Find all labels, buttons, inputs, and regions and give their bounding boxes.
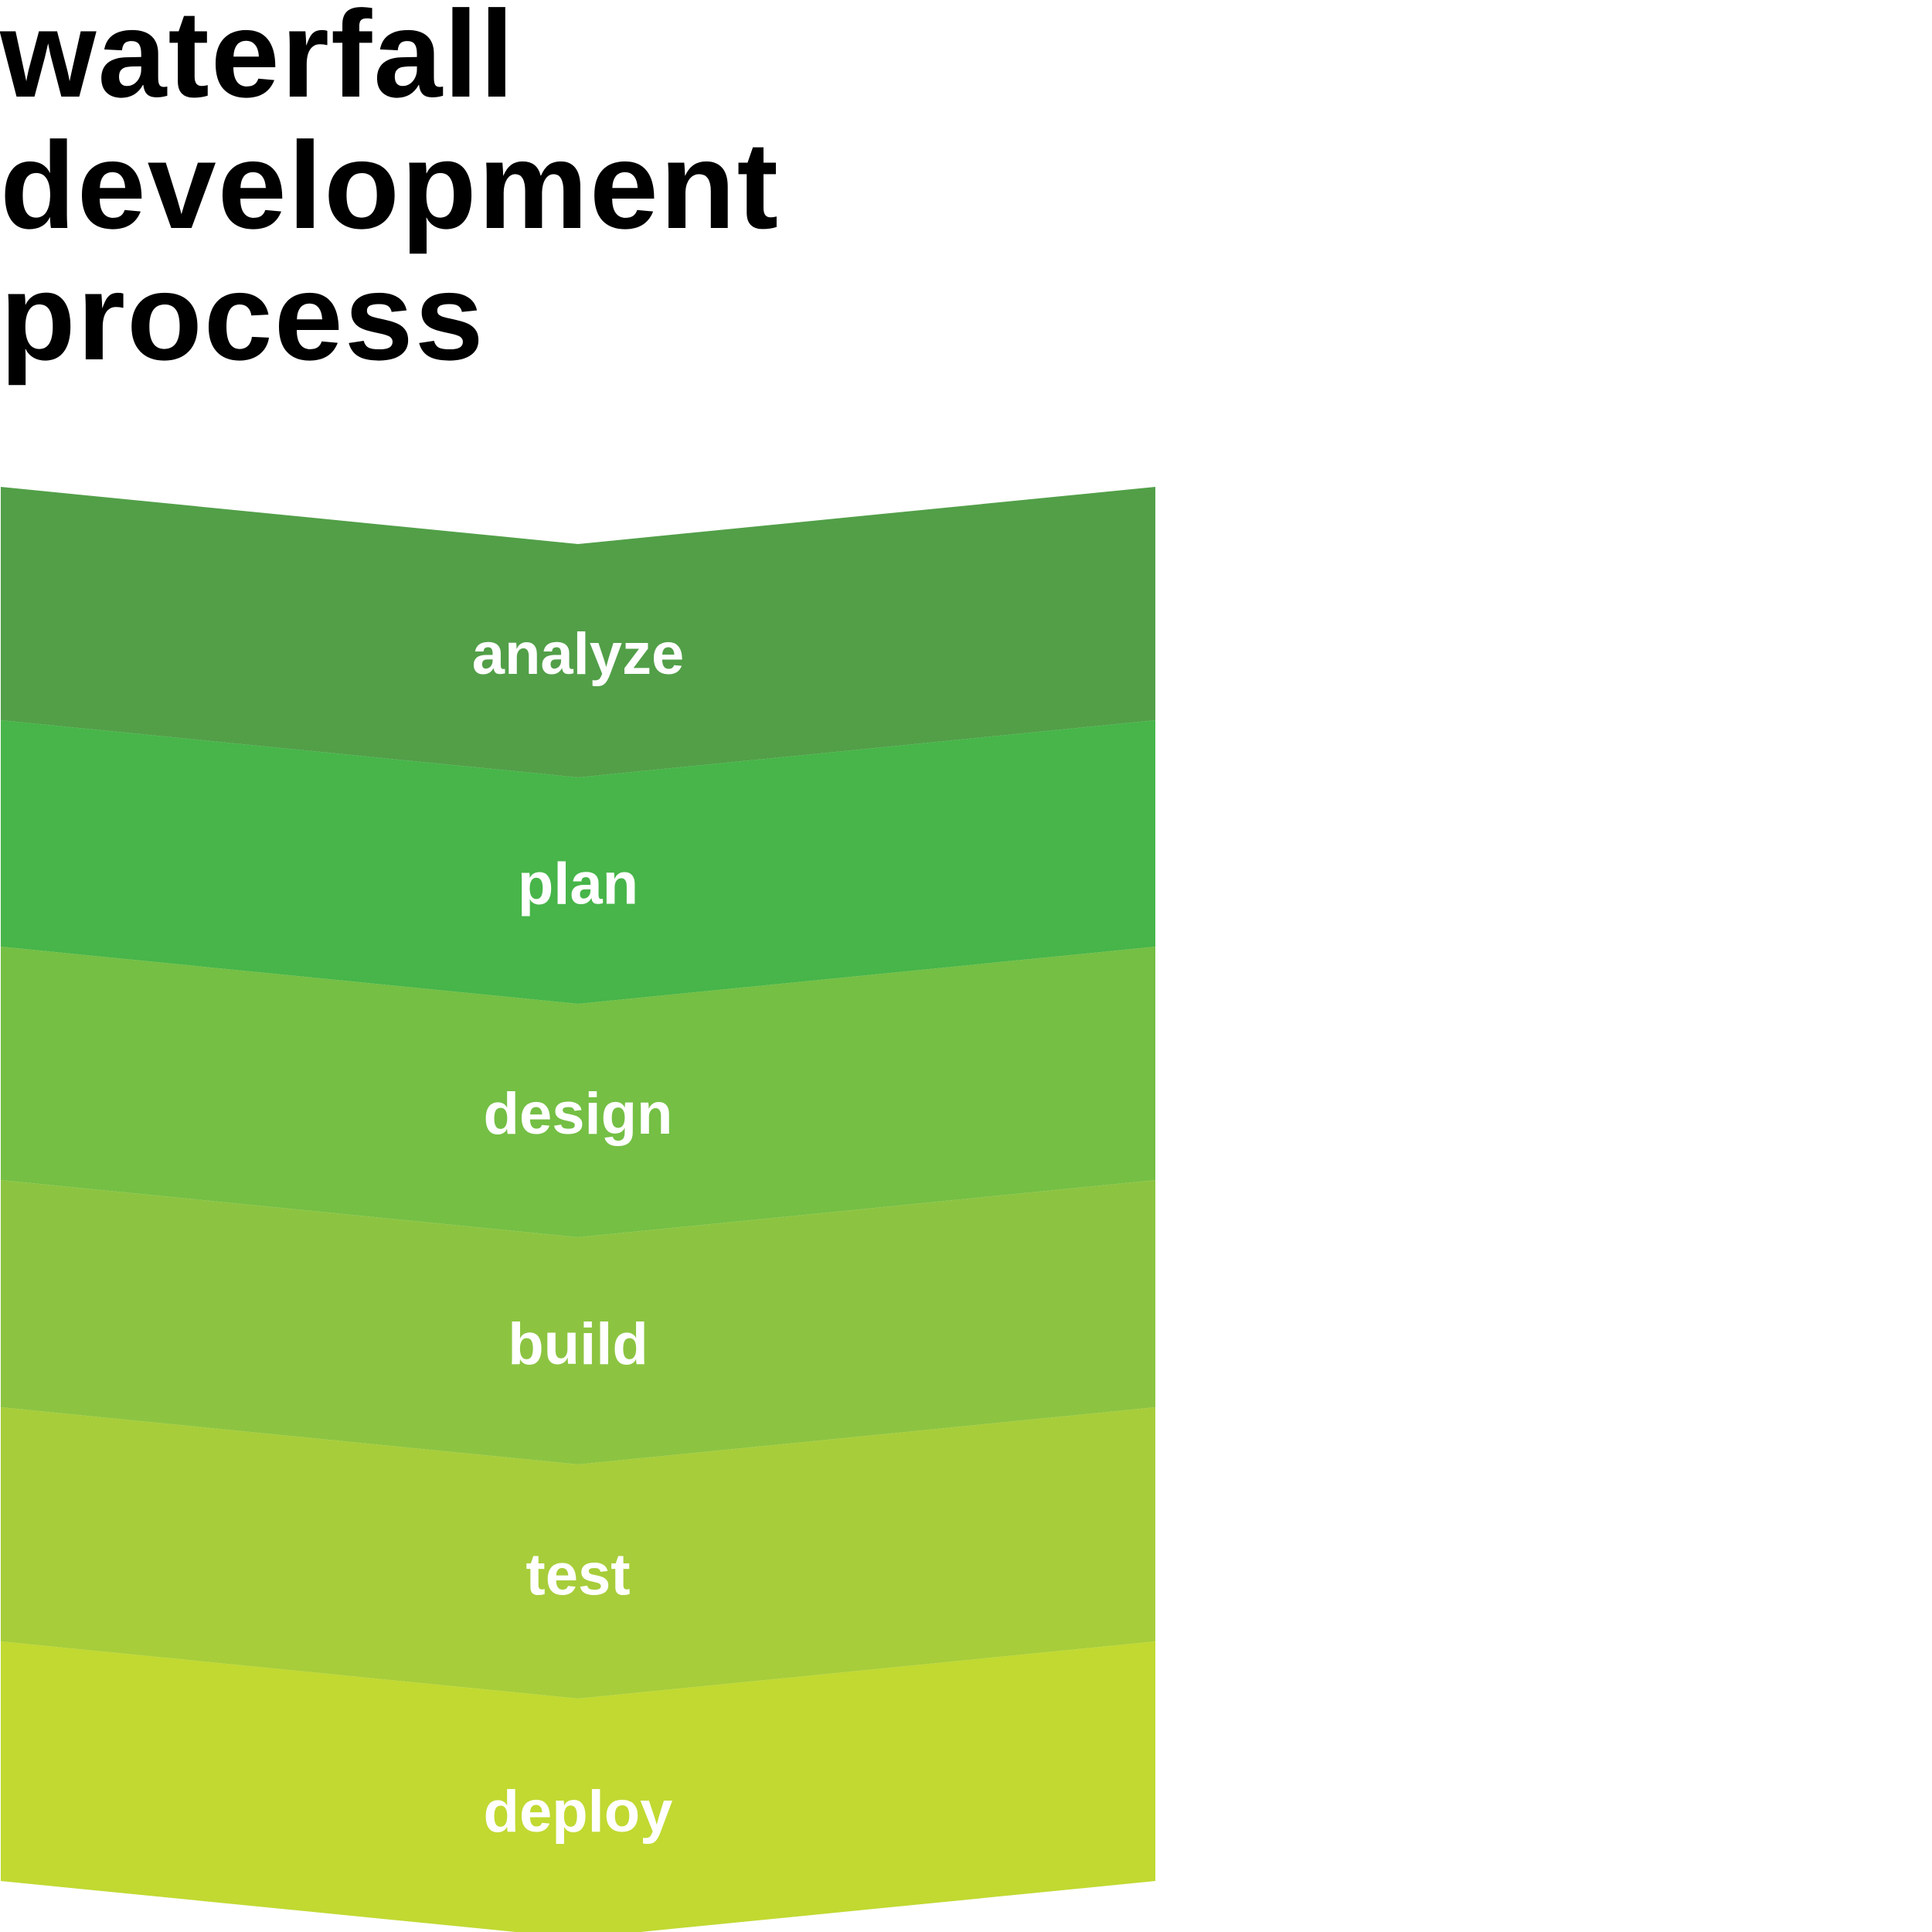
stage-shape-analyze (1, 487, 1155, 777)
stage-shape-build (1, 1180, 1155, 1464)
title-line-3: process (0, 247, 485, 386)
stage-labels: analyze plan design build test deploy (472, 621, 685, 1845)
stage-label-design: design (484, 1081, 673, 1147)
stage-label-build: build (508, 1311, 648, 1377)
title-line-1: waterfall (0, 0, 516, 123)
stage-label-deploy: deploy (484, 1779, 673, 1845)
stage-shapes (1, 487, 1155, 1932)
stage-shape-deploy (1, 1641, 1155, 1932)
stage-shape-plan (1, 720, 1155, 1004)
stage-label-test: test (526, 1543, 630, 1608)
title-line-2: development (0, 116, 780, 254)
stage-label-analyze: analyze (472, 621, 685, 687)
stage-shape-test (1, 1407, 1155, 1699)
stage-label-plan: plan (518, 852, 638, 917)
stage-shape-design (1, 947, 1155, 1237)
page-title: waterfall development process (0, 0, 780, 383)
